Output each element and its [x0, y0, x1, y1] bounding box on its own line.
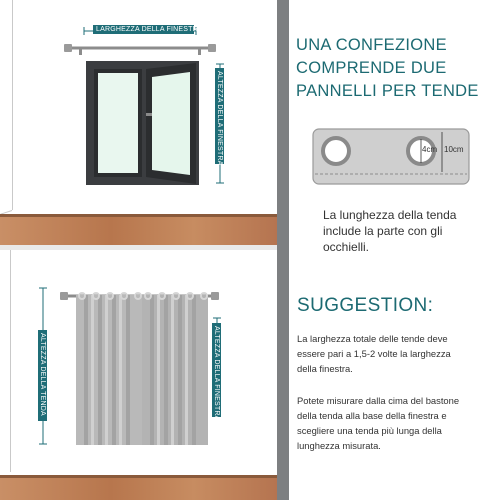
curtain-height-label: ALTEZZA DELLA TENDA	[38, 330, 47, 421]
curtain-drawing	[39, 287, 221, 445]
baseboard	[0, 475, 277, 478]
panel-separator	[0, 245, 277, 250]
length-note-line: include la parte con gli	[323, 224, 443, 238]
tip-line: scegliere una tenda più lunga della	[297, 425, 442, 436]
vertical-divider	[277, 0, 289, 500]
length-note: La lunghezza della tenda include la part…	[323, 207, 456, 255]
window-height-label-bottom: ALTEZZA DELLA FINESTRA	[212, 323, 221, 421]
length-note-line: occhielli.	[323, 240, 370, 254]
tip-line: La larghezza totale delle tende deve	[297, 333, 448, 344]
grommet-detail	[312, 128, 470, 185]
wall-corner-line	[12, 0, 13, 210]
headline-line: PANNELLI PER TENDE	[296, 82, 479, 100]
baseboard	[0, 214, 277, 217]
grommet-outer-size: 10cm	[444, 145, 464, 154]
suggestion-title: SUGGESTION:	[297, 295, 434, 316]
headline: UNA CONFEZIONE COMPRENDE DUE PANNELLI PE…	[296, 34, 496, 103]
headline-line: UNA CONFEZIONE	[296, 36, 447, 54]
tip-line: lunghezza misurata.	[297, 440, 381, 451]
tip-width: La larghezza totale delle tende deve ess…	[297, 331, 451, 376]
tip-line: della tenda alla base della finestra e	[297, 410, 447, 421]
length-note-line: La lunghezza della tenda	[323, 208, 457, 222]
dimension-lines	[64, 27, 224, 185]
wall-corner-line	[10, 250, 11, 472]
headline-line: COMPRENDE DUE	[296, 59, 447, 77]
info-column: UNA CONFEZIONE COMPRENDE DUE PANNELLI PE…	[289, 0, 500, 500]
wood-floor	[0, 217, 277, 245]
tip-line: Potete misurare dalla cima del bastone	[297, 395, 460, 406]
grommet-inner-size: 4cm	[422, 145, 438, 154]
curtain-measure-illustration: ALTEZZA DELLA TENDA ALTEZZA DELLA FINEST…	[0, 250, 277, 500]
tip-line: della finestra.	[297, 363, 353, 374]
wood-floor	[0, 478, 277, 500]
tip-line: essere pari a 1,5-2 volte la larghezza	[297, 348, 451, 359]
window-measure-illustration: LARGHEZZA DELLA FINESTRA ALTEZZA DELLA F…	[0, 0, 277, 245]
window-width-label: LARGHEZZA DELLA FINESTRA	[93, 25, 203, 34]
tip-height: Potete misurare dalla cima del bastone d…	[297, 393, 459, 453]
window-height-label: ALTEZZA DELLA FINESTRA	[215, 68, 224, 166]
